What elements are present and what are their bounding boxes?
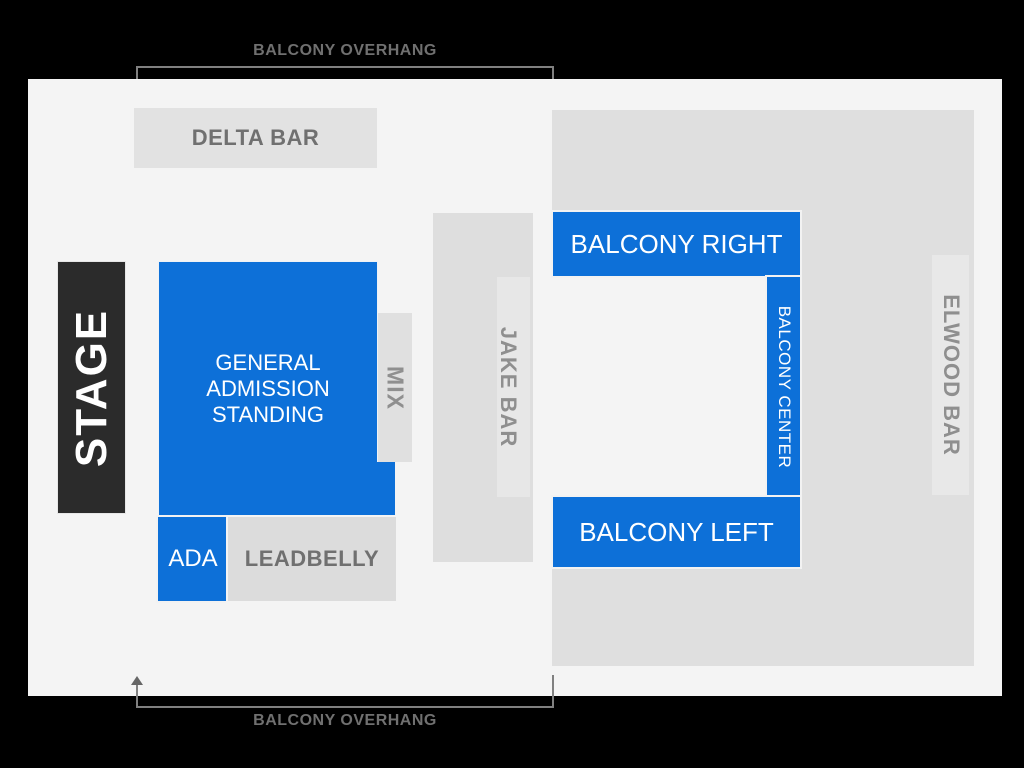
- balcony-center-label: BALCONY CENTER: [774, 305, 794, 469]
- leadbelly-label: LEADBELLY: [244, 546, 380, 571]
- jake-bar-label-wrap: JAKE BAR: [483, 277, 533, 497]
- balcony-overhang-bottom-label: BALCONY OVERHANG: [253, 712, 437, 729]
- balcony-right-section[interactable]: BALCONY RIGHT: [553, 212, 800, 276]
- mix-booth-section: MIX: [378, 313, 412, 462]
- elwood-bar-label: ELWOOD BAR: [938, 294, 964, 456]
- balcony-overhang-top-bracket-left-tick: [136, 66, 138, 89]
- ada-label: ADA: [168, 545, 218, 572]
- general-admission-section-extension[interactable]: [377, 462, 395, 516]
- delta-bar-label: DELTA BAR: [191, 125, 320, 150]
- elwood-bar-label-panel: [932, 255, 969, 495]
- balcony-overhang-bottom-bracket-right-tick: [552, 675, 554, 707]
- balcony-overhang-top-bracket-line: [136, 66, 554, 68]
- arrow-up-icon: [131, 676, 143, 685]
- jake-bar-label-panel: [497, 277, 530, 497]
- general-admission-label: GENERAL ADMISSION STANDING: [206, 350, 330, 427]
- jake-bar-label: JAKE BAR: [496, 326, 521, 448]
- balcony-overhang-bottom-bracket-left-tick: [136, 685, 138, 707]
- balcony-right-label: BALCONY RIGHT: [570, 228, 783, 259]
- venue-floor-plan: DELTA BAR STAGE GENERAL ADMISSION STANDI…: [28, 79, 1002, 696]
- balcony-overhang-bottom-bracket-line: [136, 706, 554, 708]
- stage-label: STAGE: [66, 308, 116, 467]
- balcony-center-section[interactable]: BALCONY CENTER: [767, 277, 800, 497]
- jake-bar-section: [433, 213, 533, 562]
- mix-label: MIX: [382, 365, 409, 410]
- leadbelly-section: LEADBELLY: [228, 517, 396, 601]
- balcony-left-section[interactable]: BALCONY LEFT: [553, 497, 800, 567]
- balcony-overhang-top-label: BALCONY OVERHANG: [253, 42, 437, 59]
- delta-bar-section: DELTA BAR: [134, 108, 377, 168]
- general-admission-section[interactable]: GENERAL ADMISSION STANDING: [159, 262, 377, 516]
- ada-section[interactable]: ADA: [158, 517, 228, 601]
- elwood-bar-label-wrap: ELWOOD BAR: [928, 255, 973, 495]
- balcony-left-label: BALCONY LEFT: [579, 516, 774, 547]
- balcony-open-floor-cutout: [552, 277, 767, 497]
- stage-area: STAGE: [58, 262, 125, 513]
